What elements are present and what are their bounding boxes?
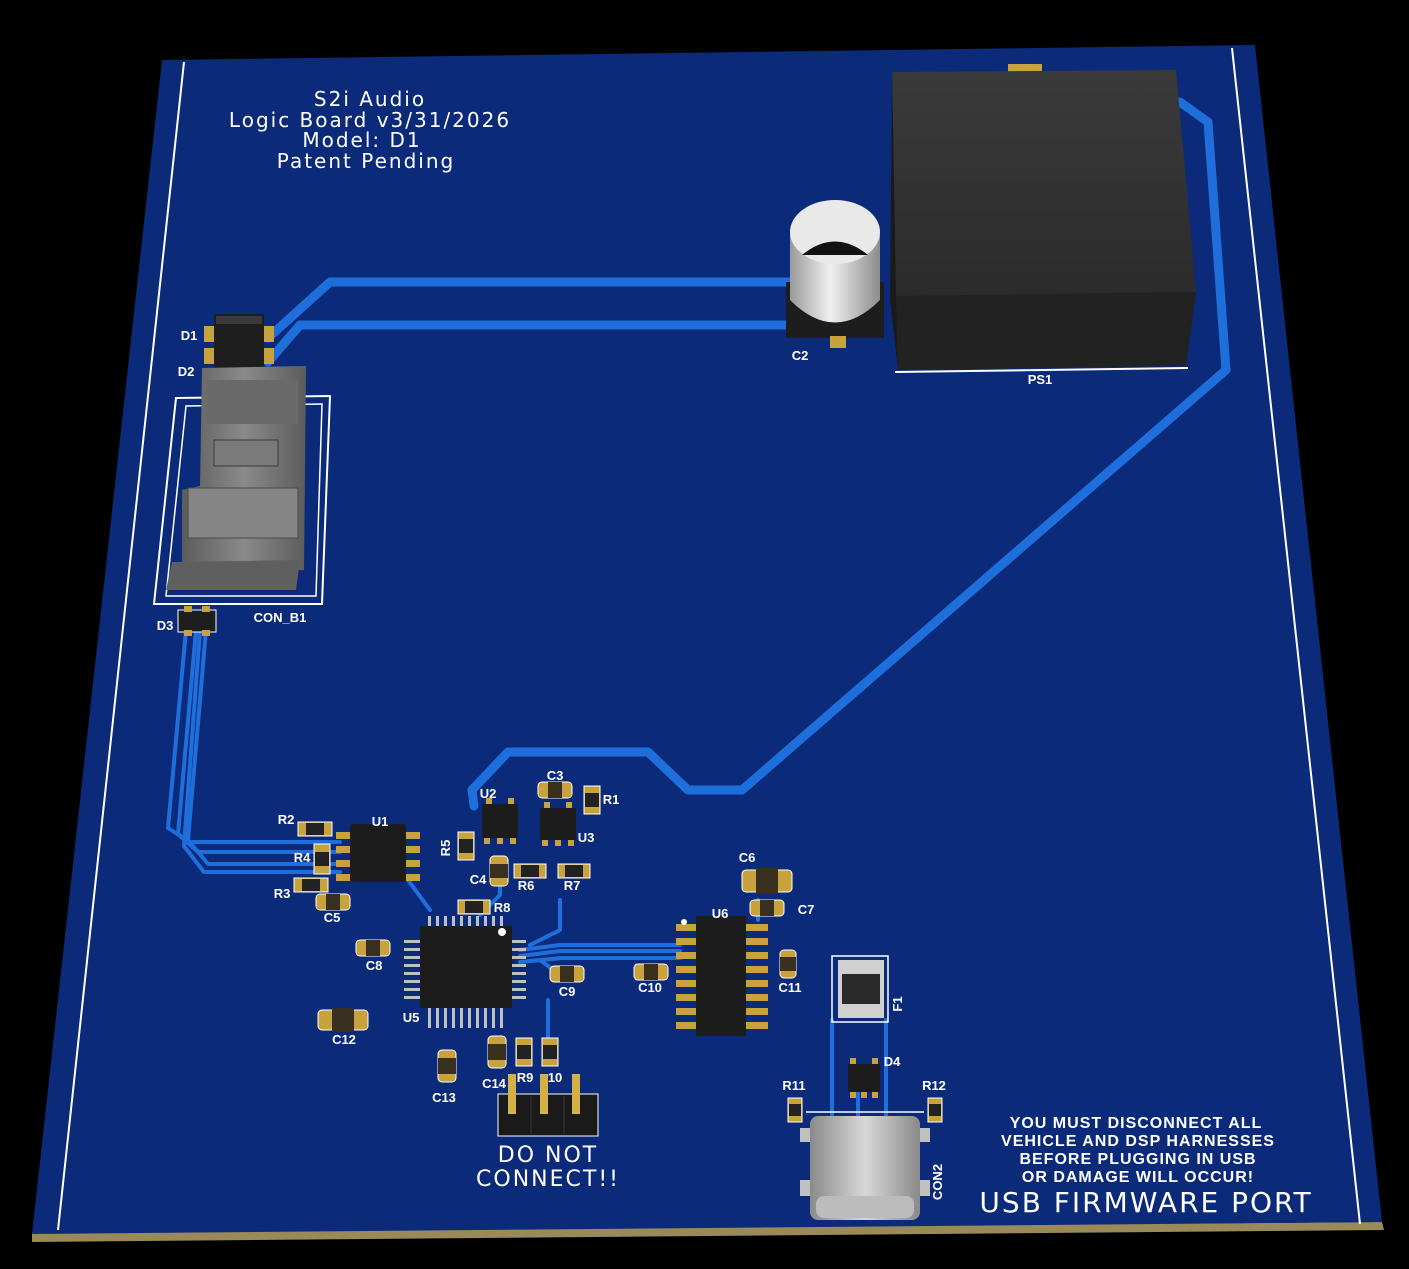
label-c14: C14 (482, 1076, 507, 1091)
f1-fuse[interactable] (831, 955, 889, 1023)
label-c13: C13 (432, 1090, 456, 1105)
label-d1: D1 (181, 328, 198, 343)
r3-resistor[interactable] (293, 877, 329, 893)
c13-capacitor[interactable] (437, 1049, 457, 1083)
label-u3: U3 (578, 830, 595, 845)
label-c9: C9 (559, 984, 576, 999)
c4-capacitor[interactable] (489, 855, 509, 887)
r2-resistor[interactable] (297, 821, 333, 837)
board-edge (32, 1222, 1384, 1242)
c3-capacitor[interactable] (537, 781, 573, 799)
d1-diode[interactable] (204, 314, 274, 346)
dnc-line-2: CONNECT!! (476, 1167, 620, 1192)
d4-diode[interactable] (848, 1058, 880, 1098)
title-line-4: Patent Pending (277, 149, 455, 173)
r12-resistor[interactable] (927, 1097, 943, 1123)
label-d4: D4 (884, 1054, 901, 1069)
label-r2: R2 (278, 812, 295, 827)
d3-diode[interactable] (177, 606, 217, 636)
con-b1-connector[interactable] (152, 366, 332, 605)
c12-capacitor[interactable] (317, 1008, 369, 1032)
warning-line-3: BEFORE PLUGGING IN USB (1019, 1151, 1256, 1168)
label-c5: C5 (324, 910, 341, 925)
c14-capacitor[interactable] (487, 1035, 507, 1069)
label-r10: 10 (548, 1070, 562, 1085)
dnc-line-1: DO NOT (498, 1143, 598, 1168)
label-f1: F1 (890, 996, 905, 1011)
label-c6: C6 (739, 850, 756, 865)
label-u6: U6 (712, 906, 729, 921)
label-con-b1: CON_B1 (254, 610, 307, 625)
con2-usb-c-port[interactable] (800, 1111, 930, 1220)
label-r5: R5 (438, 840, 453, 857)
r8-resistor[interactable] (457, 899, 491, 915)
u1-chip[interactable] (336, 824, 420, 882)
c9-capacitor[interactable] (549, 965, 585, 983)
label-r4: R4 (294, 850, 311, 865)
label-c2: C2 (792, 348, 809, 363)
r7-resistor[interactable] (557, 863, 591, 879)
label-c11: C11 (778, 980, 801, 995)
c5-capacitor[interactable] (315, 893, 351, 911)
r4-resistor[interactable] (313, 843, 331, 875)
c6-capacitor[interactable] (741, 868, 793, 894)
c10-capacitor[interactable] (633, 963, 669, 981)
u2-chip[interactable] (482, 798, 518, 844)
board-outline-left (57, 61, 185, 1231)
r9-resistor[interactable] (515, 1037, 533, 1067)
title-block: S2i Audio Logic Board v3/31/2026 Model: … (229, 87, 511, 173)
u6-chip[interactable] (676, 916, 768, 1036)
r11-resistor[interactable] (787, 1097, 803, 1123)
title-line-3: Model: D1 (302, 128, 421, 152)
c11-capacitor[interactable] (779, 949, 797, 979)
label-ps1: PS1 (1028, 372, 1053, 387)
usb-firmware-port-label: USB FIRMWARE PORT (979, 1186, 1312, 1219)
r10-resistor[interactable] (541, 1037, 559, 1067)
u3-chip[interactable] (540, 802, 576, 846)
label-r12: R12 (922, 1078, 946, 1093)
c2-capacitor[interactable] (786, 200, 884, 348)
label-u5: U5 (403, 1010, 420, 1025)
warning-line-1: YOU MUST DISCONNECT ALL (1010, 1115, 1263, 1132)
label-r11: R11 (782, 1078, 805, 1093)
c7-capacitor[interactable] (749, 899, 785, 917)
label-con2: CON2 (930, 1164, 945, 1200)
label-r8: R8 (494, 900, 511, 915)
r1-resistor[interactable] (583, 785, 601, 815)
warning-line-4: OR DAMAGE WILL OCCUR! (1022, 1169, 1254, 1186)
warning-line-2: VEHICLE AND DSP HARNESSES (1001, 1133, 1275, 1150)
label-r3: R3 (274, 886, 291, 901)
label-c10: C10 (638, 980, 662, 995)
label-d3: D3 (157, 618, 174, 633)
label-r6: R6 (518, 878, 535, 893)
d2-diode[interactable] (204, 344, 274, 368)
label-r1: R1 (603, 792, 620, 807)
label-c3: C3 (547, 768, 564, 783)
label-c4: C4 (470, 872, 487, 887)
label-u1: U1 (372, 814, 389, 829)
label-r9: R9 (517, 1070, 534, 1085)
label-r7: R7 (564, 878, 581, 893)
ps1-module[interactable] (890, 64, 1196, 373)
r5-resistor[interactable] (457, 831, 475, 861)
usb-warning: YOU MUST DISCONNECT ALL VEHICLE AND DSP … (1001, 1115, 1275, 1186)
debug-header[interactable] (497, 1074, 599, 1137)
u5-microcontroller[interactable] (404, 916, 526, 1028)
title-line-2: Logic Board v3/31/2026 (229, 108, 511, 132)
label-d2: D2 (178, 364, 195, 379)
label-u2: U2 (480, 786, 497, 801)
label-c8: C8 (366, 958, 383, 973)
c8-capacitor[interactable] (355, 939, 391, 957)
r6-resistor[interactable] (513, 863, 547, 879)
title-line-1: S2i Audio (314, 87, 426, 111)
board-outline-right (1231, 47, 1361, 1225)
label-c7: C7 (798, 902, 815, 917)
label-c12: C12 (332, 1032, 356, 1047)
